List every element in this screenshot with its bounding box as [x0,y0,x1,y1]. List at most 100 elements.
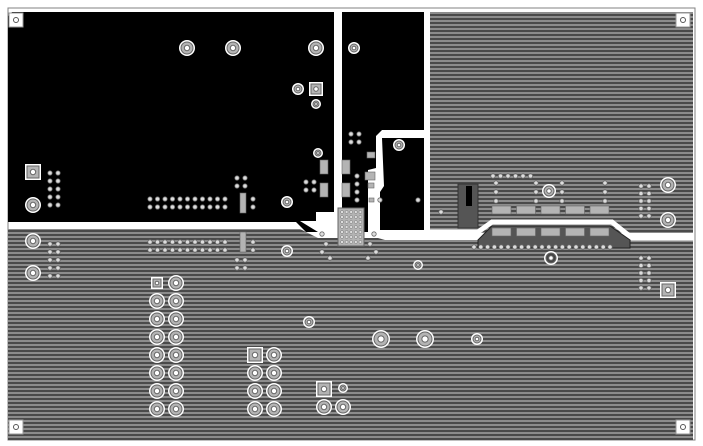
via [646,213,652,219]
through-hole-pad-hole [351,45,357,51]
via [250,239,256,245]
via [250,204,256,210]
via [533,180,539,186]
via [525,244,532,250]
through-hole-pad-hole [29,201,37,209]
through-hole-pad-hole [396,142,402,148]
through-hole-pad-hole [312,44,320,52]
via [234,265,240,271]
via [250,247,256,253]
through-hole-pad-hole [548,255,554,261]
via [348,131,354,137]
ic-ball [340,230,344,234]
via [493,198,499,204]
via [55,273,61,279]
ic-ball [354,230,358,234]
mounting-pad [675,419,691,435]
via [55,186,61,192]
ic-ball [358,240,363,244]
square-pad-hole [251,351,259,359]
ic-ball [340,215,344,219]
square-pad-hole [154,280,160,286]
via [646,285,652,291]
ic-ball [344,235,349,239]
via [646,262,652,269]
via [222,247,228,253]
through-hole-pad-hole [295,86,301,92]
smd-pad [540,205,561,215]
via [47,194,53,200]
via [47,257,53,263]
via [169,196,176,202]
header-pin-hole [153,405,161,413]
via [586,244,593,250]
via [493,189,499,195]
via [646,270,652,276]
via [546,244,552,250]
connector-slot [466,186,472,206]
via [373,249,379,255]
via [177,204,183,210]
header-pin-hole [153,351,161,359]
via [367,241,373,247]
via [47,178,53,184]
via [638,183,644,189]
via [498,244,504,250]
via [527,173,534,179]
ic-ball [354,215,358,219]
via [371,231,377,237]
smd-pad [341,182,351,198]
ic-ball [358,220,363,224]
smd-pad [319,182,329,198]
via [491,244,497,250]
via [490,173,496,179]
via [55,265,61,271]
via [303,179,309,185]
ic-ball [354,225,358,229]
ic-ball [344,230,349,234]
via [638,198,644,204]
via [222,196,228,202]
via [169,239,176,245]
through-hole-pad-hole [341,386,345,390]
via [327,255,333,261]
via [192,239,198,245]
via [207,247,213,253]
mounting-pad [675,12,691,28]
via [471,244,477,250]
smd-pad [239,231,247,253]
via [147,239,153,245]
through-hole-pad-hole [416,263,420,267]
ic-ball [354,235,358,239]
header-pin-hole [270,369,278,377]
smd-pad [516,227,536,237]
via [518,244,525,250]
header-pin-hole [153,315,161,323]
via [162,196,168,202]
copper-pour-left [8,12,334,232]
via [192,204,198,210]
through-hole-pad-hole [306,319,312,325]
header-pin-hole [172,333,180,341]
via [323,241,329,247]
via [162,239,168,245]
header-pin-hole [172,351,180,359]
via [638,190,644,197]
via [207,196,213,202]
via [177,239,183,245]
ic-ball [349,225,353,229]
via [354,197,360,203]
ic-ball [340,235,344,239]
header-pin-hole [153,333,161,341]
via [55,194,61,200]
via [242,175,248,181]
via [169,247,176,253]
smd-pad [565,227,585,237]
via [646,198,652,204]
header-pin-hole [251,387,259,395]
via [154,204,161,210]
via [234,175,240,181]
smd-pad [589,205,610,215]
ic-ball [349,230,353,234]
header-pin-hole [270,351,278,359]
